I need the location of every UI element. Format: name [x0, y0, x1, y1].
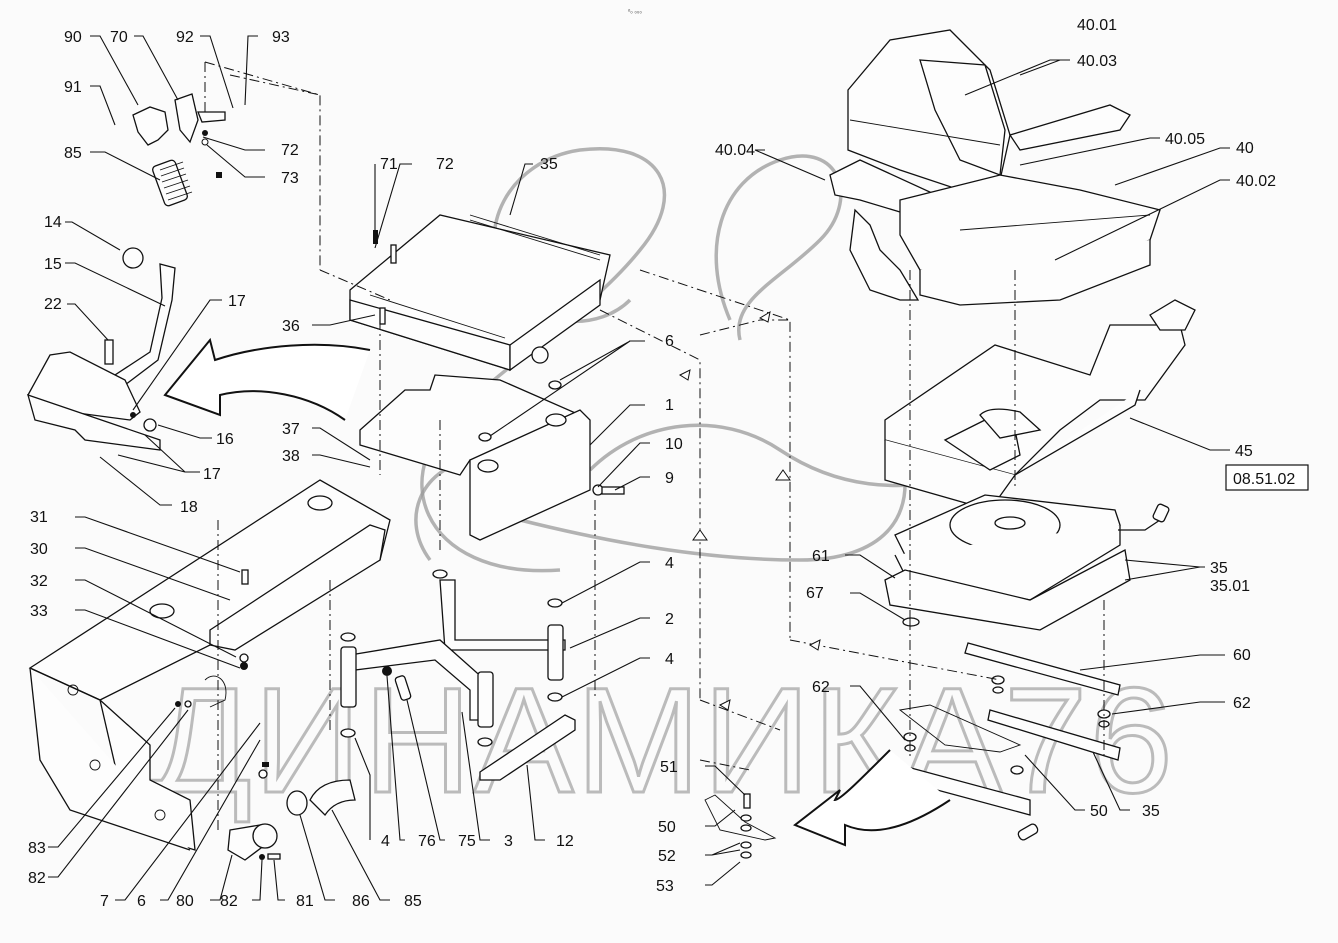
seat-suspension-top — [349, 214, 611, 372]
hose-parts — [175, 675, 356, 861]
label-82: 82 — [220, 893, 238, 910]
label-40-05: 40.05 — [1165, 131, 1205, 148]
label-35: 35 — [1142, 803, 1160, 820]
label-4: 4 — [665, 651, 674, 668]
label-1: 1 — [665, 397, 674, 414]
label-61: 61 — [812, 548, 830, 565]
label-16: 16 — [216, 431, 234, 448]
slide-rails — [898, 617, 1121, 841]
label-32: 32 — [30, 573, 48, 590]
label-9: 9 — [665, 470, 674, 487]
label-51: 51 — [660, 759, 678, 776]
label-72: 72 — [436, 156, 454, 173]
label-30: 30 — [30, 541, 48, 558]
label-40: 40 — [1236, 140, 1254, 157]
label-73: 73 — [281, 170, 299, 187]
label-52: 52 — [658, 848, 676, 865]
label-14: 14 — [44, 214, 62, 231]
label-3: 3 — [504, 833, 513, 850]
label-91: 91 — [64, 79, 82, 96]
reference-code-box: 08.51.02 — [1225, 464, 1309, 491]
label-12: 12 — [556, 833, 574, 850]
label-53: 53 — [656, 878, 674, 895]
label-4: 4 — [665, 555, 674, 572]
label-33: 33 — [30, 603, 48, 620]
label-83: 83 — [28, 840, 46, 857]
swivel-turntable — [884, 494, 1170, 631]
label-2: 2 — [665, 611, 674, 628]
lever-assembly — [27, 247, 176, 451]
direction-arrow-down — [793, 749, 951, 847]
label-35: 35 — [540, 156, 558, 173]
label-71: 71 — [380, 156, 398, 173]
label-17: 17 — [203, 466, 221, 483]
label-40-02: 40.02 — [1236, 173, 1276, 190]
header-mark: ᵒ₀ ₀₀₀ — [628, 9, 642, 15]
label-85: 85 — [64, 145, 82, 162]
base-housing — [28, 479, 391, 851]
label-17: 17 — [228, 293, 246, 310]
direction-arrow-left — [163, 337, 371, 421]
label-35-01: 35.01 — [1210, 578, 1250, 595]
label-81: 81 — [296, 893, 314, 910]
label-70: 70 — [110, 29, 128, 46]
label-22: 22 — [44, 296, 62, 313]
label-18: 18 — [180, 499, 198, 516]
suspension-frame — [340, 569, 576, 781]
label-40-04: 40.04 — [715, 142, 755, 159]
leader-lines — [48, 35, 1230, 901]
label-38: 38 — [282, 448, 300, 465]
assembly-centerlines — [204, 61, 1105, 830]
seat-frame — [884, 299, 1196, 511]
label-50: 50 — [1090, 803, 1108, 820]
label-6: 6 — [665, 333, 674, 350]
label-36: 36 — [282, 318, 300, 335]
label-10: 10 — [665, 436, 683, 453]
label-60: 60 — [1233, 647, 1251, 664]
label-6: 6 — [137, 893, 146, 910]
label-90: 90 — [64, 29, 82, 46]
part-labels: 90 70 92 93 91 72 73 85 14 15 22 17 16 1… — [28, 17, 1276, 910]
label-86: 86 — [352, 893, 370, 910]
label-7: 7 — [100, 893, 109, 910]
label-35: 35 — [1210, 560, 1228, 577]
label-4: 4 — [381, 833, 390, 850]
label-45: 45 — [1235, 443, 1253, 460]
label-67: 67 — [806, 585, 824, 602]
seat-base-console — [359, 374, 625, 541]
label-62: 62 — [812, 679, 830, 696]
reference-code: 08.51.02 — [1233, 471, 1295, 488]
label-15: 15 — [44, 256, 62, 273]
label-80: 80 — [176, 893, 194, 910]
label-40-03: 40.03 — [1077, 53, 1117, 70]
label-75: 75 — [458, 833, 476, 850]
label-85: 85 — [404, 893, 422, 910]
label-93: 93 — [272, 29, 290, 46]
label-72: 72 — [281, 142, 299, 159]
handle-assembly-top — [132, 93, 226, 207]
bottom-bracket — [704, 793, 777, 859]
label-50: 50 — [658, 819, 676, 836]
label-76: 76 — [418, 833, 436, 850]
label-82: 82 — [28, 870, 46, 887]
label-40-01: 40.01 — [1077, 17, 1117, 34]
label-62: 62 — [1233, 695, 1251, 712]
label-31: 31 — [30, 509, 48, 526]
label-92: 92 — [176, 29, 194, 46]
operator-seat — [829, 29, 1161, 306]
label-37: 37 — [282, 421, 300, 438]
